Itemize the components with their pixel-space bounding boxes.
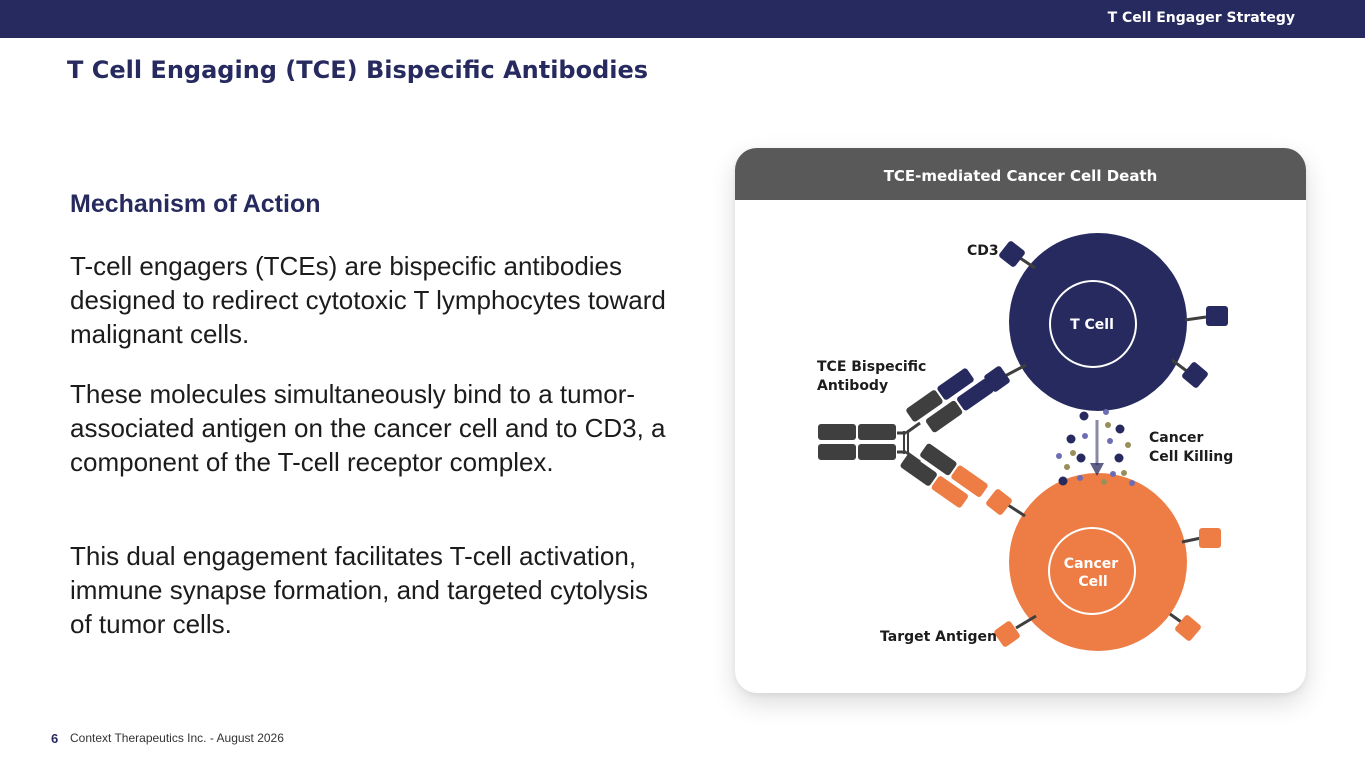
target-antigens	[986, 489, 1221, 647]
paragraph-3: This dual engagement facilitates T-cell …	[70, 541, 649, 639]
paragraph-1: T-cell engagers (TCEs) are bispecific an…	[70, 251, 666, 349]
cancer-cell-label-line2: Cell	[1078, 574, 1107, 590]
bispecific-antibody	[818, 368, 994, 508]
diagram-title: TCE-mediated Cancer Cell Death	[883, 167, 1158, 185]
top-banner: T Cell Engager Strategy	[0, 0, 1365, 38]
killing-label-line1: Cancer	[1149, 430, 1203, 446]
t-cell-label: T Cell	[1070, 317, 1114, 333]
diagram-header: TCE-mediated Cancer Cell Death	[735, 148, 1306, 200]
section-heading: Mechanism of Action	[70, 190, 321, 218]
antibody-label-line2: Antibody	[817, 378, 888, 394]
cancer-cell: Cancer Cell	[1009, 473, 1187, 651]
cancer-cell-label-line1: Cancer	[1064, 556, 1118, 572]
t-cell: T Cell	[1009, 233, 1187, 411]
footer-text: Context Therapeutics Inc. - August 2026	[70, 731, 284, 745]
killing-label-line2: Cell Killing	[1149, 449, 1233, 465]
section-title: T Cell Engager Strategy	[1107, 10, 1295, 26]
killing-arrow-icon	[1090, 420, 1104, 476]
antibody-label-line1: TCE Bispecific	[817, 359, 926, 375]
paragraph-2: These molecules simultaneously bind to a…	[70, 379, 666, 477]
page-title: T Cell Engaging (TCE) Bispecific Antibod…	[67, 56, 649, 84]
cd3-label: CD3	[967, 243, 999, 259]
tce-mechanism-diagram: T Cell Cancer Cell	[817, 233, 1233, 651]
cytotoxic-granules	[1056, 409, 1135, 486]
page-number: 6	[51, 731, 59, 746]
cd3-receptors	[984, 241, 1228, 392]
target-antigen-label: Target Antigen	[880, 629, 997, 645]
diagram-card: TCE-mediated Cancer Cell Death T Cell Ca…	[735, 148, 1306, 693]
